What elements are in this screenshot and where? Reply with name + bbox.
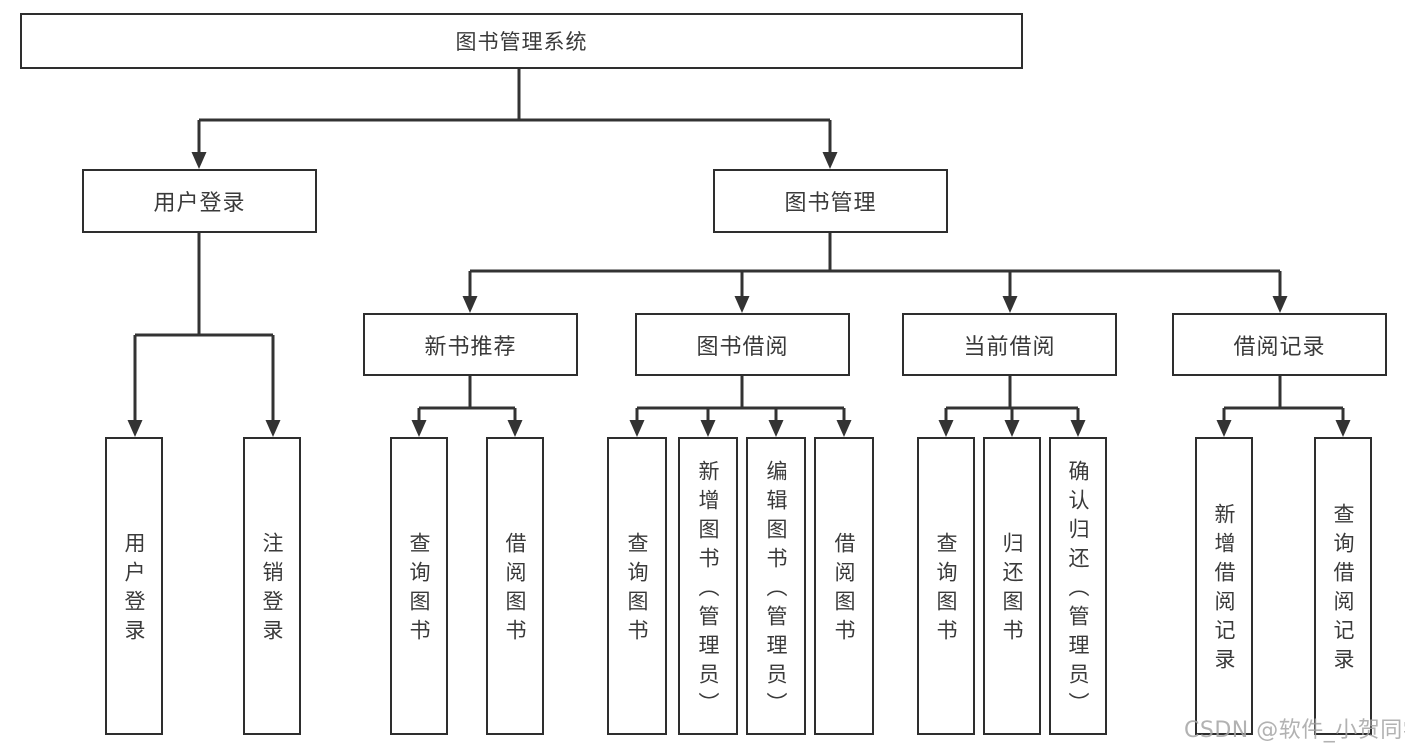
node-book-borrow-label: 图书借阅 [696, 334, 789, 360]
node-library-system-label: 图书管理系统 [455, 30, 588, 54]
node-book-management-label: 图书管理 [784, 191, 877, 216]
leaf-add-book-admin-label: 新增图书（管理员） [696, 459, 721, 721]
leaf-add-borrow-record: 新增借阅记录 [1195, 437, 1253, 735]
leaf-edit-book-admin: 编辑图书（管理员） [746, 437, 806, 735]
leaf-user-login: 用户登录 [105, 437, 163, 735]
node-user-login: 用户登录 [82, 169, 317, 233]
leaf-query-books-recommend-label: 查询图书 [407, 532, 432, 648]
leaf-return-book-label: 归还图书 [1000, 532, 1025, 648]
node-new-book-recommend: 新书推荐 [363, 313, 578, 376]
node-current-borrow-label: 当前借阅 [963, 334, 1056, 360]
node-library-system: 图书管理系统 [20, 13, 1023, 69]
node-new-book-recommend-label: 新书推荐 [424, 334, 517, 360]
leaf-edit-book-admin-label: 编辑图书（管理员） [764, 459, 789, 721]
leaf-query-borrow-record-label: 查询借阅记录 [1331, 503, 1356, 677]
leaf-query-books-current-label: 查询图书 [934, 532, 959, 648]
node-book-borrow: 图书借阅 [635, 313, 850, 376]
leaf-borrow-books-borrow-label: 借阅图书 [832, 532, 857, 648]
leaf-logout-label: 注销登录 [260, 532, 285, 648]
node-borrow-records-label: 借阅记录 [1233, 334, 1326, 360]
leaf-user-login-label: 用户登录 [122, 532, 147, 648]
leaf-confirm-return-admin-label: 确认归还（管理员） [1066, 459, 1091, 721]
leaf-query-books-recommend: 查询图书 [390, 437, 448, 735]
node-book-management: 图书管理 [713, 169, 948, 233]
leaf-query-books-current: 查询图书 [917, 437, 975, 735]
leaf-query-books-borrow-label: 查询图书 [625, 532, 650, 648]
node-borrow-records: 借阅记录 [1172, 313, 1387, 376]
leaf-borrow-books-recommend-label: 借阅图书 [503, 532, 528, 648]
node-user-login-label: 用户登录 [153, 191, 246, 216]
leaf-return-book: 归还图书 [983, 437, 1041, 735]
leaf-add-borrow-record-label: 新增借阅记录 [1212, 503, 1237, 677]
leaf-add-book-admin: 新增图书（管理员） [678, 437, 738, 735]
leaf-logout: 注销登录 [243, 437, 301, 735]
leaf-borrow-books-borrow: 借阅图书 [814, 437, 874, 735]
node-current-borrow: 当前借阅 [902, 313, 1117, 376]
leaf-query-books-borrow: 查询图书 [607, 437, 667, 735]
leaf-borrow-books-recommend: 借阅图书 [486, 437, 544, 735]
watermark: CSDN @软件_小贺同学 [1184, 718, 1405, 743]
leaf-query-borrow-record: 查询借阅记录 [1314, 437, 1372, 735]
leaf-confirm-return-admin: 确认归还（管理员） [1049, 437, 1107, 735]
